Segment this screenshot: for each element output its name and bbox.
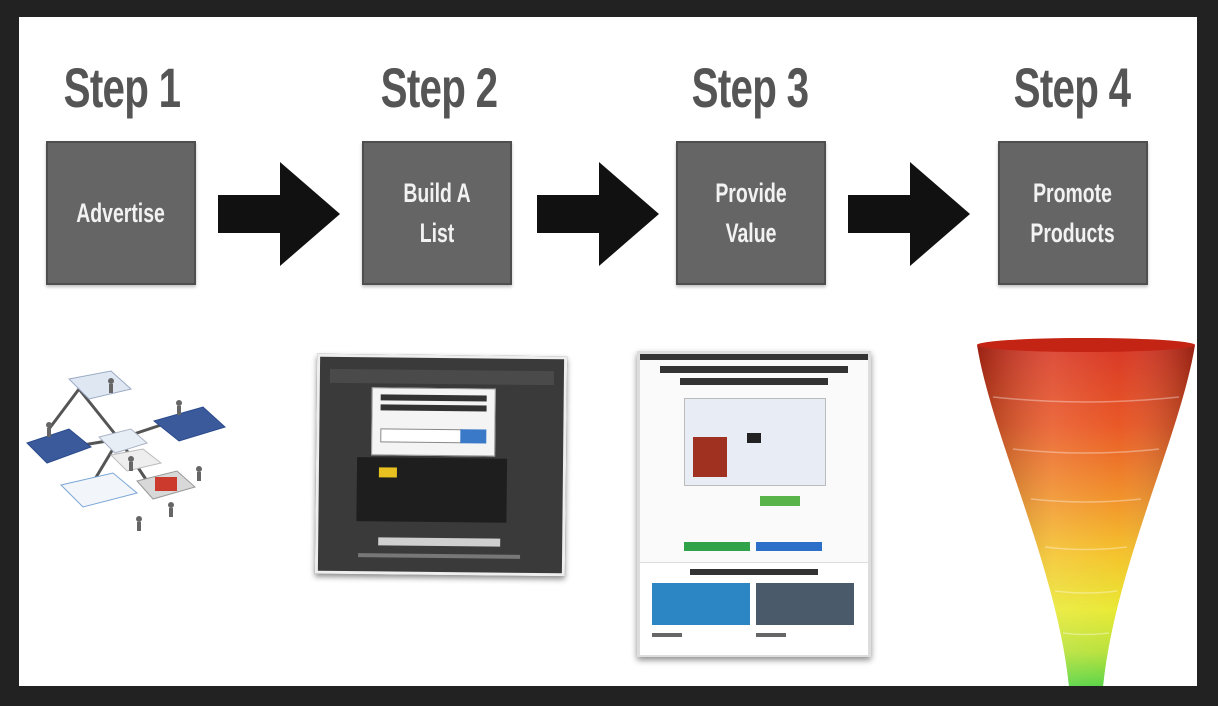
- step-2-box: Build A List: [362, 141, 512, 285]
- slide: Step 1 Step 2 Step 3 Step 4 Advertise Bu…: [19, 17, 1197, 686]
- step-1-label: Advertise: [77, 193, 166, 233]
- arrow-right-icon: [218, 162, 342, 266]
- step-4-title: Step 4: [1000, 55, 1144, 120]
- step-2-label: Build A List: [384, 173, 489, 253]
- step-1-title: Step 1: [50, 55, 194, 120]
- step-2-title: Step 2: [367, 55, 511, 120]
- arrow-right-icon: [848, 162, 972, 266]
- step-4-label: Promote Products: [1031, 173, 1115, 253]
- value-page-screenshot: [637, 351, 871, 657]
- funnel-icon: [975, 337, 1197, 686]
- step-3-label: Provide Value: [698, 173, 803, 253]
- optin-page-screenshot: [315, 354, 567, 577]
- step-3-title: Step 3: [678, 55, 822, 120]
- arrow-right-icon: [537, 162, 661, 266]
- step-3-box: Provide Value: [676, 141, 826, 285]
- step-1-box: Advertise: [46, 141, 196, 285]
- social-network-icon: [19, 359, 229, 539]
- step-4-box: Promote Products: [998, 141, 1148, 285]
